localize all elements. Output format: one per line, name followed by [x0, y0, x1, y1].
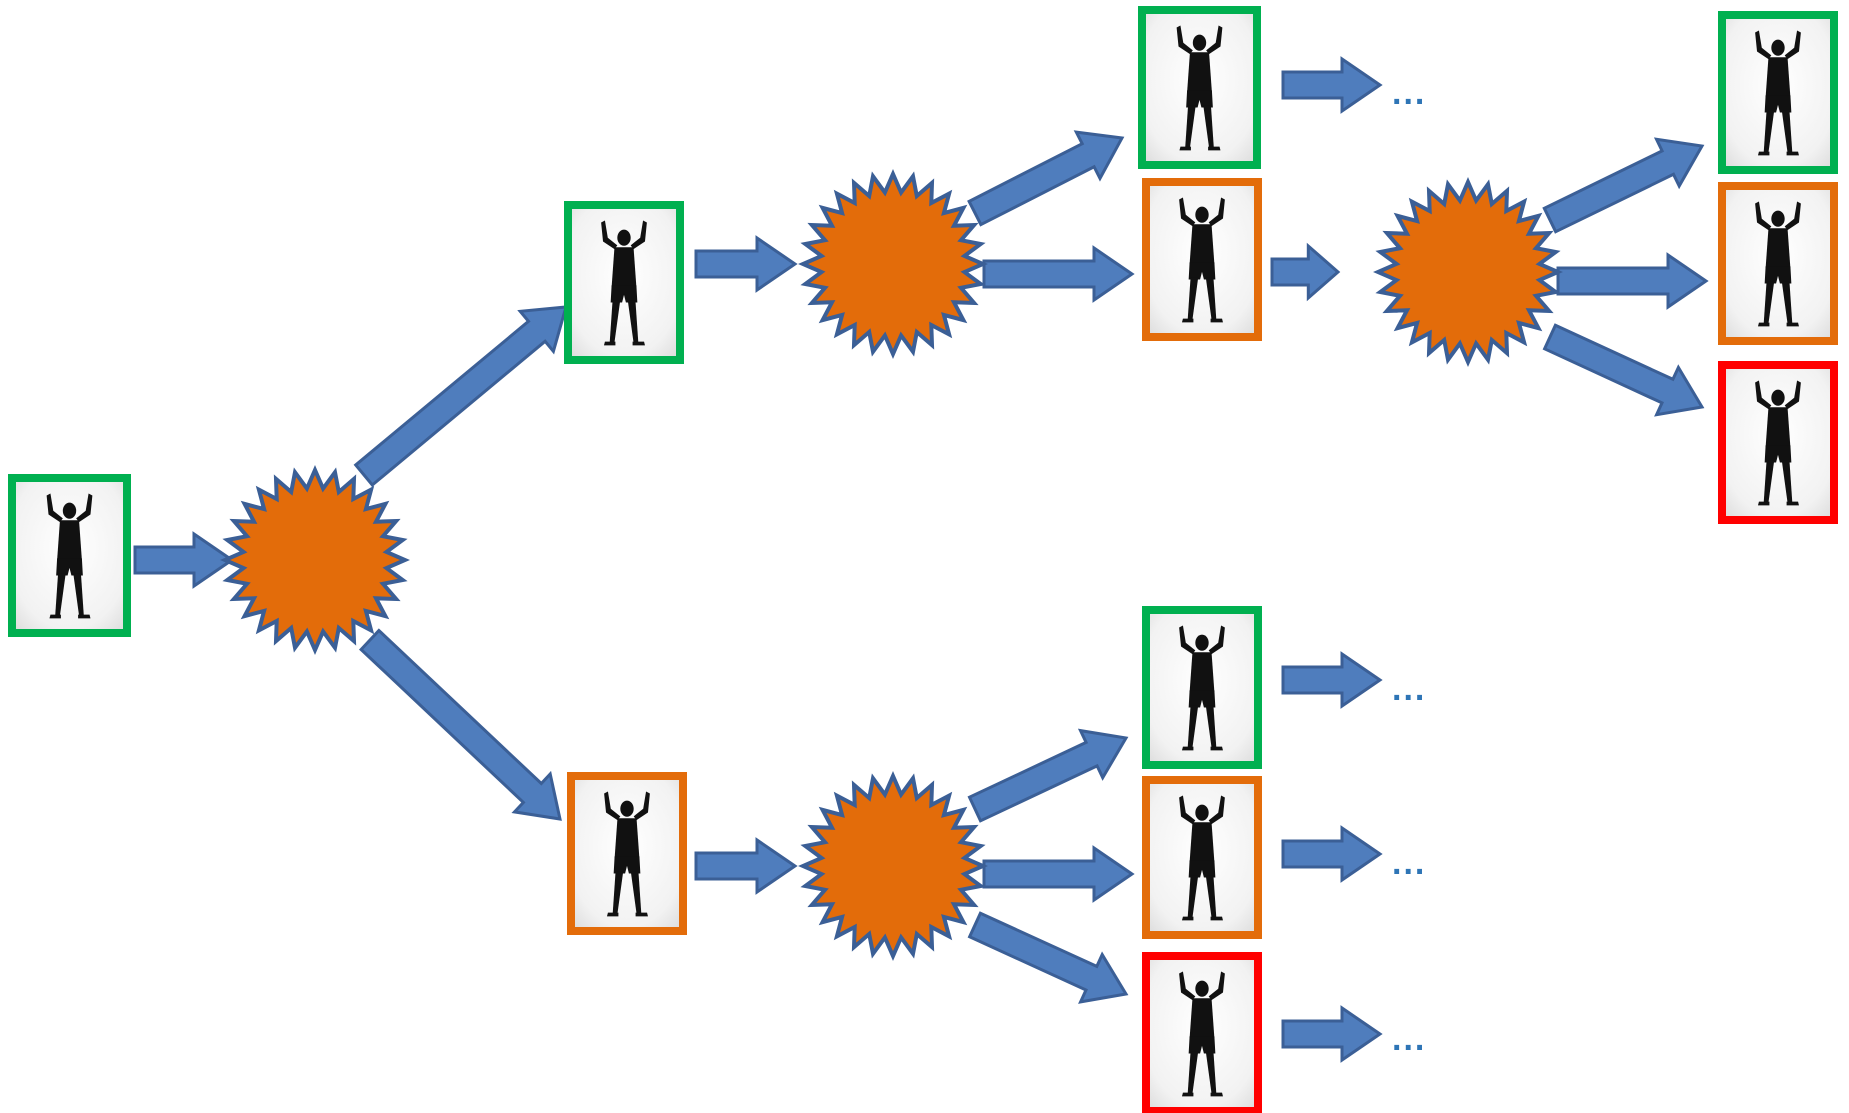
node-d1-green [1718, 11, 1838, 174]
arrow-burst3-c3 [967, 911, 1129, 1004]
arrow-c1-ellipsis [1281, 651, 1383, 709]
node-d3-red [1718, 361, 1838, 524]
arrow-burst3-c1 [967, 728, 1129, 823]
node-b1-green [1138, 6, 1261, 169]
burst-4 [1373, 177, 1563, 367]
arrow-burst1-a1 [353, 305, 569, 488]
node-b2-orange [1142, 178, 1262, 341]
node-root-green [8, 474, 131, 637]
arrow-burst3-c2 [982, 845, 1135, 903]
burst-2 [798, 169, 988, 359]
node-c1-green [1142, 606, 1262, 769]
arrow-burst2-b1 [967, 130, 1125, 227]
arrow-burst4-d2 [1556, 252, 1709, 310]
arrow-b1-ellipsis [1281, 56, 1383, 114]
arrow-burst4-d1 [1542, 137, 1705, 234]
arrow-root-burst1 [133, 531, 235, 589]
burst-3 [798, 771, 988, 961]
burst-1 [220, 465, 410, 655]
node-a2-orange [567, 772, 687, 935]
arrow-burst2-b2 [982, 245, 1135, 303]
node-c2-orange [1142, 776, 1262, 939]
ellipsis-c1: ... [1392, 670, 1426, 708]
arrow-c2-ellipsis [1281, 825, 1383, 883]
node-d2-orange [1718, 182, 1838, 345]
arrow-a1-burst2 [694, 235, 798, 293]
arrow-c3-ellipsis [1281, 1005, 1383, 1063]
node-a1-green [564, 201, 684, 364]
ellipsis-c2: ... [1392, 844, 1426, 882]
arrow-burst1-a2 [358, 628, 562, 821]
arrow-burst4-d3 [1542, 323, 1705, 417]
arrow-b2-burst4 [1270, 242, 1341, 302]
ellipsis-b1: ... [1392, 74, 1426, 112]
arrow-a2-burst3 [694, 837, 798, 895]
node-c3-red [1142, 952, 1262, 1113]
ellipsis-c3: ... [1392, 1020, 1426, 1058]
